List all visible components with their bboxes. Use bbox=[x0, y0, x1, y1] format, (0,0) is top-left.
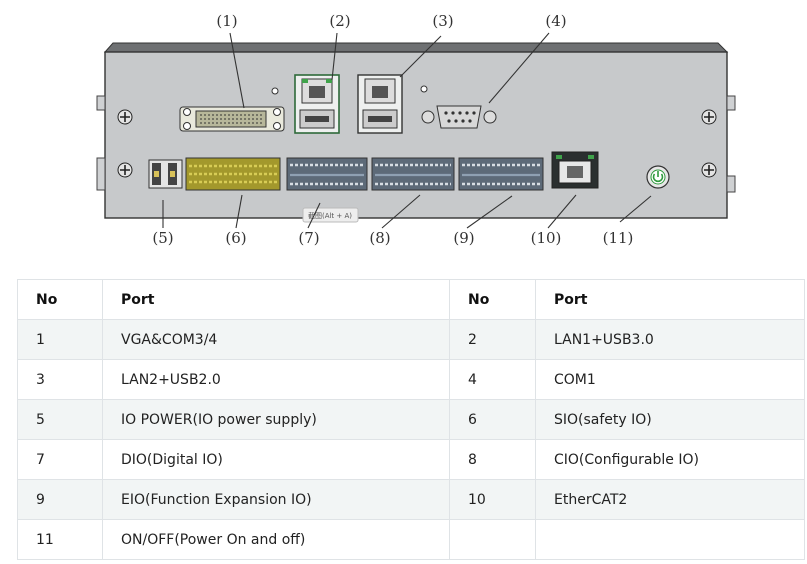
lan1-usb3-port bbox=[294, 74, 340, 134]
cell-no bbox=[449, 519, 536, 560]
callout-1: (1) bbox=[216, 12, 237, 30]
screw-icon bbox=[701, 162, 717, 178]
callout-leader-lines bbox=[162, 32, 652, 229]
cell-port: DIO(Digital IO) bbox=[102, 439, 450, 480]
ethercat2-port bbox=[551, 151, 599, 189]
callout-5: (5) bbox=[152, 229, 173, 247]
header-port: Port bbox=[535, 279, 805, 320]
screw-icon bbox=[117, 109, 133, 125]
lan2-usb2-port bbox=[357, 74, 403, 134]
cell-port: CIO(Configurable IO) bbox=[535, 439, 805, 480]
io-power-terminal bbox=[148, 159, 183, 189]
header-no: No bbox=[17, 279, 103, 320]
callout-11: (11) bbox=[603, 229, 634, 247]
led-indicator bbox=[271, 87, 279, 95]
cell-port: EIO(Function Expansion IO) bbox=[102, 479, 450, 520]
table-row: 7 DIO(Digital IO) 8 CIO(Configurable IO) bbox=[17, 439, 805, 480]
enclosure-top-edge bbox=[103, 42, 729, 53]
cell-port: LAN2+USB2.0 bbox=[102, 359, 450, 400]
cell-no: 4 bbox=[449, 359, 536, 400]
cio-terminal-block bbox=[371, 157, 455, 191]
callout-3: (3) bbox=[432, 12, 453, 30]
eio-terminal-block bbox=[458, 157, 544, 191]
callout-7: (7) bbox=[298, 229, 319, 247]
cell-no: 7 bbox=[17, 439, 103, 480]
screw-icon bbox=[701, 109, 717, 125]
cell-no: 1 bbox=[17, 319, 103, 360]
header-port: Port bbox=[102, 279, 450, 320]
cell-no: 8 bbox=[449, 439, 536, 480]
com1-serial-port bbox=[421, 105, 497, 129]
cell-port: ON/OFF(Power On and off) bbox=[102, 519, 450, 560]
callout-9: (9) bbox=[453, 229, 474, 247]
screw-icon bbox=[117, 162, 133, 178]
dio-terminal-block bbox=[286, 157, 368, 191]
vga-com-connector bbox=[179, 106, 285, 132]
sio-terminal-block bbox=[185, 157, 281, 191]
table-row: 5 IO POWER(IO power supply) 6 SIO(safety… bbox=[17, 399, 805, 440]
callout-2: (2) bbox=[329, 12, 350, 30]
cell-port: COM1 bbox=[535, 359, 805, 400]
controller-panel-diagram: 截图(Alt + A) (1) (2) (3) (4) (5) (6) (7) … bbox=[96, 12, 736, 247]
enclosure-body bbox=[104, 51, 728, 219]
screenshot-tooltip-text: 截图(Alt + A) bbox=[308, 211, 352, 220]
cell-port: VGA&COM3/4 bbox=[102, 319, 450, 360]
right-mount-tab-top bbox=[726, 95, 736, 111]
left-mount-tab-top bbox=[96, 95, 106, 111]
callout-10: (10) bbox=[531, 229, 562, 247]
cell-no: 3 bbox=[17, 359, 103, 400]
header-no: No bbox=[449, 279, 536, 320]
cell-no: 11 bbox=[17, 519, 103, 560]
table-row: 3 LAN2+USB2.0 4 COM1 bbox=[17, 359, 805, 400]
cell-port: IO POWER(IO power supply) bbox=[102, 399, 450, 440]
cell-no: 10 bbox=[449, 479, 536, 520]
left-mount-tab-bottom bbox=[96, 157, 106, 191]
table-row: 11 ON/OFF(Power On and off) bbox=[17, 519, 805, 560]
cell-no: 9 bbox=[17, 479, 103, 520]
table-header-row: No Port No Port bbox=[17, 279, 805, 320]
cell-port: SIO(safety IO) bbox=[535, 399, 805, 440]
cell-port bbox=[535, 519, 805, 560]
cell-no: 2 bbox=[449, 319, 536, 360]
right-mount-tab-bottom bbox=[726, 175, 736, 193]
table-row: 9 EIO(Function Expansion IO) 10 EtherCAT… bbox=[17, 479, 805, 520]
ports-table: No Port No Port 1 VGA&COM3/4 2 LAN1+USB3… bbox=[17, 279, 805, 560]
callout-8: (8) bbox=[369, 229, 390, 247]
table-row: 1 VGA&COM3/4 2 LAN1+USB3.0 bbox=[17, 319, 805, 360]
callout-4: (4) bbox=[545, 12, 566, 30]
callout-6: (6) bbox=[225, 229, 246, 247]
cell-no: 5 bbox=[17, 399, 103, 440]
cell-port: LAN1+USB3.0 bbox=[535, 319, 805, 360]
power-button-icon bbox=[646, 165, 670, 189]
led-indicator bbox=[420, 85, 428, 93]
screenshot-tooltip bbox=[302, 207, 359, 223]
cell-no: 6 bbox=[449, 399, 536, 440]
cell-port: EtherCAT2 bbox=[535, 479, 805, 520]
